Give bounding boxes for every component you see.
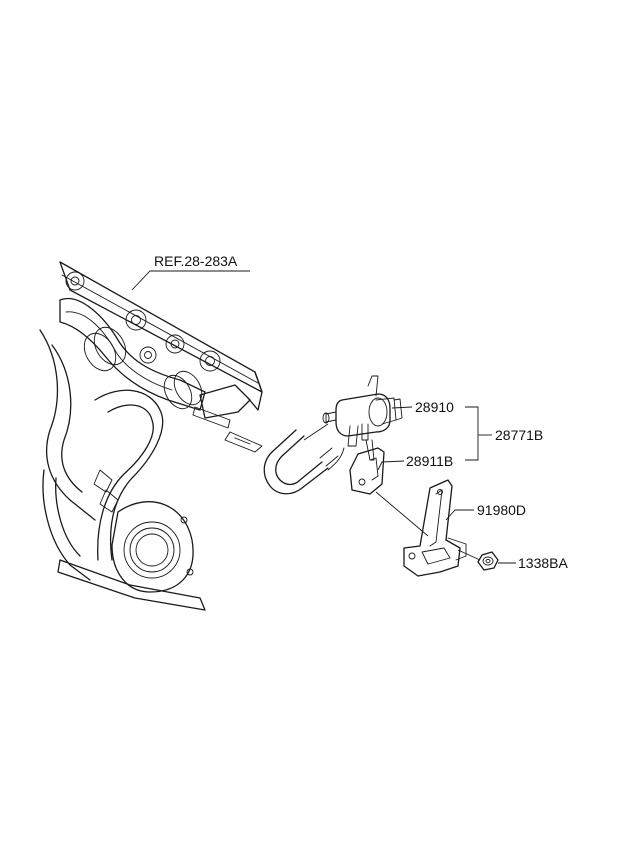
part-number-28771b: 28771B bbox=[495, 427, 543, 443]
part-number-28910: 28910 bbox=[415, 399, 454, 415]
leader-lines bbox=[131, 270, 516, 564]
part-number-28911b: 28911B bbox=[406, 453, 453, 469]
vacuum-hose bbox=[263, 429, 345, 495]
ref-label: REF.28-283A bbox=[154, 253, 238, 269]
large-bracket bbox=[403, 479, 467, 577]
part-number-91980d: 91980D bbox=[477, 502, 526, 518]
intake-manifold bbox=[39, 261, 263, 611]
solenoid-valve bbox=[322, 375, 403, 447]
small-bracket bbox=[349, 439, 385, 495]
part-number-1338ba: 1338BA bbox=[518, 555, 568, 571]
flange-nut bbox=[477, 551, 499, 571]
